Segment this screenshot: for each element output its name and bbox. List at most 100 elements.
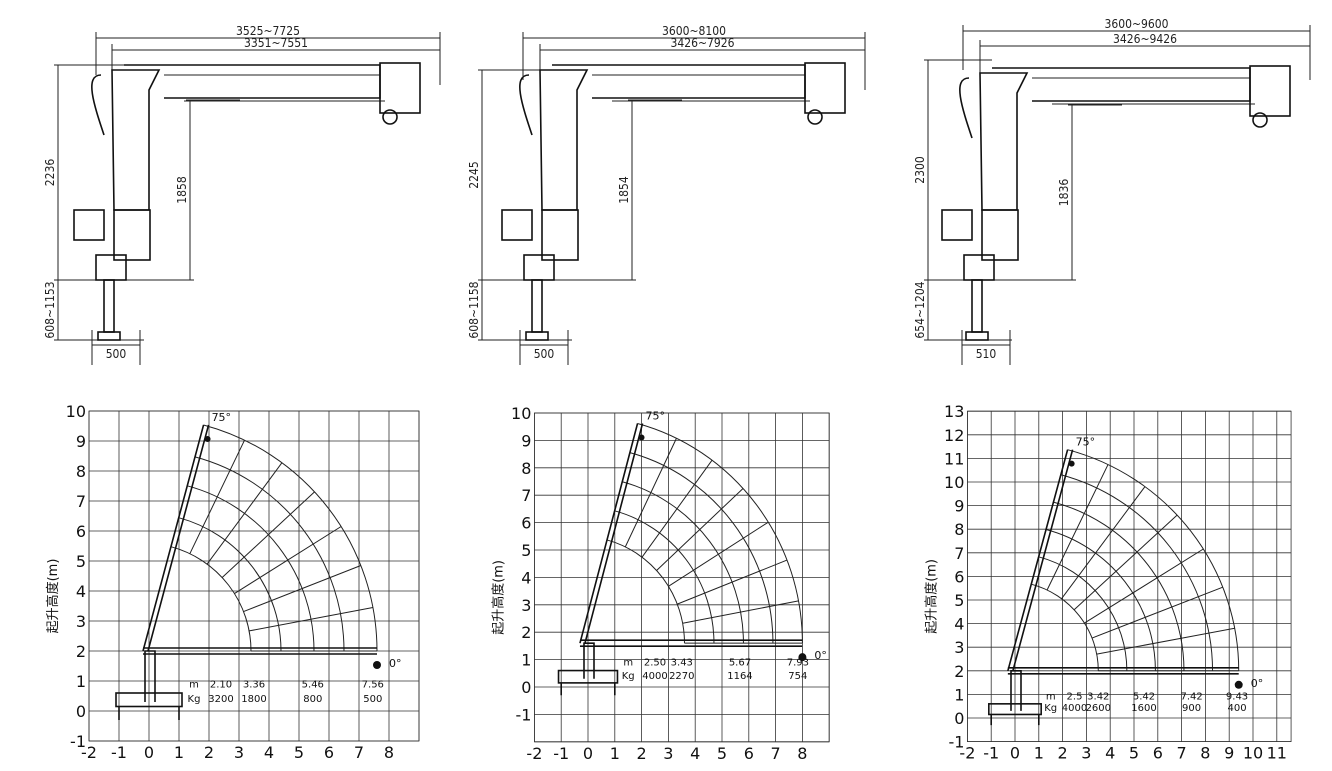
table-load-value: 400 bbox=[1228, 703, 1247, 714]
leg-height-dimension: 608~1158 bbox=[467, 281, 481, 338]
boom-75-degree bbox=[142, 424, 210, 652]
working-radius-arc bbox=[178, 517, 282, 652]
angle-line bbox=[624, 438, 677, 548]
boom-0-degree bbox=[1007, 667, 1239, 675]
y-tick-label: -1 bbox=[70, 732, 86, 751]
y-tick-label: 2 bbox=[521, 623, 531, 642]
angle-line bbox=[1091, 586, 1223, 639]
y-tick-label: 5 bbox=[954, 591, 964, 610]
x-tick-label: 4 bbox=[690, 744, 700, 763]
angle-line bbox=[1073, 514, 1178, 611]
y-tick-label: 3 bbox=[954, 638, 964, 657]
x-tick-label: 8 bbox=[384, 743, 394, 762]
overall-length-dimension: 3600~8100 bbox=[662, 24, 726, 38]
x-tick-label: 6 bbox=[744, 744, 754, 763]
x-tick-label: -2 bbox=[526, 744, 542, 763]
boom-0-degree bbox=[579, 639, 803, 647]
x-tick-label: 7 bbox=[1177, 744, 1187, 763]
min-angle-label: 0° bbox=[814, 649, 827, 662]
x-tick-label: 3 bbox=[1081, 744, 1091, 763]
table-radius-value: 7.56 bbox=[362, 680, 384, 691]
overall-length-dimension: 3600~9600 bbox=[1105, 17, 1169, 31]
y-tick-label: 13 bbox=[944, 402, 964, 421]
y-tick-label: 12 bbox=[944, 426, 964, 445]
leg-width-dimension: 500 bbox=[106, 347, 127, 361]
y-tick-label: 9 bbox=[521, 431, 531, 450]
radius-unit-label: m bbox=[189, 680, 199, 691]
working-radius-arc bbox=[1038, 556, 1128, 671]
x-tick-label: 2 bbox=[204, 743, 214, 762]
radius-unit-label: m bbox=[1046, 692, 1056, 703]
x-tick-label: -2 bbox=[959, 744, 975, 763]
crane-base bbox=[115, 692, 183, 708]
angle-line bbox=[1046, 464, 1109, 591]
angle-line bbox=[243, 565, 362, 613]
crane-base bbox=[557, 669, 619, 684]
crane-column bbox=[1010, 670, 1022, 711]
x-tick-label: 4 bbox=[264, 743, 274, 762]
leg-width-dimension: 510 bbox=[976, 347, 997, 361]
x-tick-label: 2 bbox=[1058, 744, 1068, 763]
x-tick-label: 11 bbox=[1267, 744, 1287, 763]
hook-icon bbox=[373, 661, 381, 669]
x-tick-label: 0 bbox=[144, 743, 154, 762]
y-tick-label: 0 bbox=[954, 709, 964, 728]
table-load-value: 4000 bbox=[1062, 703, 1087, 714]
y-tick-label: 1 bbox=[954, 685, 964, 704]
hook-icon bbox=[204, 435, 211, 442]
y-tick-label: 5 bbox=[521, 541, 531, 560]
hook-icon bbox=[798, 653, 807, 662]
working-radius-arc bbox=[194, 456, 345, 652]
table-radius-value: 7.93 bbox=[787, 658, 809, 669]
x-tick-label: -1 bbox=[983, 744, 999, 763]
y-tick-label: 8 bbox=[521, 459, 531, 478]
table-load-value: 3200 bbox=[208, 694, 233, 705]
working-radius-arc bbox=[614, 510, 715, 644]
y-tick-label: 6 bbox=[76, 522, 86, 541]
table-load-value: 4000 bbox=[642, 671, 667, 682]
table-load-value: 1800 bbox=[241, 694, 266, 705]
y-tick-label: 4 bbox=[521, 568, 531, 587]
working-radius-arc bbox=[170, 546, 252, 652]
x-tick-label: 7 bbox=[771, 744, 781, 763]
max-angle-label: 75° bbox=[646, 409, 666, 422]
boom-length-dimension: 3426~7926 bbox=[671, 36, 735, 50]
table-load-value: 1600 bbox=[1131, 703, 1156, 714]
working-radius-arc bbox=[1031, 583, 1099, 671]
max-angle-label: 75° bbox=[212, 411, 232, 424]
table-load-value: 1164 bbox=[727, 671, 752, 682]
y-tick-label: 7 bbox=[954, 544, 964, 563]
y-tick-label: 0 bbox=[521, 678, 531, 697]
leg-width-dimension: 500 bbox=[534, 347, 555, 361]
angle-line bbox=[1061, 486, 1146, 599]
angle-line bbox=[234, 526, 342, 594]
hook-icon bbox=[638, 434, 645, 441]
table-radius-value: 2.50 bbox=[644, 658, 666, 669]
working-radius-arc bbox=[1045, 528, 1156, 671]
working-radius-arc bbox=[187, 485, 315, 652]
table-load-value: 500 bbox=[363, 694, 382, 705]
crane-column bbox=[583, 642, 595, 679]
boom-75-degree bbox=[579, 423, 644, 644]
x-tick-label: 9 bbox=[1224, 744, 1234, 763]
hook-icon bbox=[1068, 460, 1075, 467]
y-tick-label: 8 bbox=[76, 462, 86, 481]
x-tick-label: 8 bbox=[1200, 744, 1210, 763]
table-radius-value: 5.46 bbox=[302, 680, 324, 691]
table-load-value: 754 bbox=[788, 671, 807, 682]
angle-line bbox=[682, 600, 799, 624]
outrigger-legs bbox=[990, 714, 1040, 726]
crane-outline bbox=[73, 62, 421, 341]
x-tick-label: 6 bbox=[324, 743, 334, 762]
x-tick-label: 0 bbox=[583, 744, 593, 763]
load-unit-label: Kg bbox=[1044, 703, 1057, 714]
x-tick-label: 3 bbox=[234, 743, 244, 762]
hook-icon bbox=[1234, 680, 1243, 689]
y-tick-label: 3 bbox=[76, 612, 86, 631]
leg-height-dimension: 654~1204 bbox=[913, 281, 927, 338]
y-tick-label: 8 bbox=[954, 520, 964, 539]
x-tick-label: 1 bbox=[610, 744, 620, 763]
